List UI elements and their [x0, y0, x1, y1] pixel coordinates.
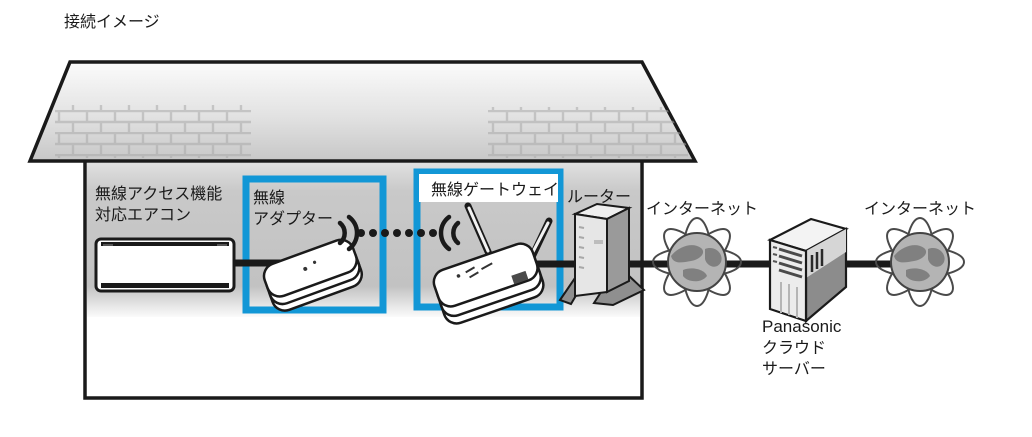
- router-label: ルーター: [567, 188, 631, 206]
- adapter-highlight-box: [242, 175, 387, 314]
- page-title: 接続イメージ: [64, 13, 160, 31]
- gateway-label: 無線ゲートウェイ: [431, 181, 559, 199]
- adapter-label-line2: アダプター: [253, 210, 333, 228]
- roof-tile-pattern: [55, 105, 688, 158]
- wireless-signal-right-icon: [438, 214, 461, 252]
- aircon-device-icon: [94, 237, 236, 293]
- house-walls: [83, 161, 644, 400]
- internet-globe-right-icon: [875, 217, 965, 307]
- adapter-device-icon: [262, 238, 364, 312]
- server-side-vents: [810, 249, 824, 272]
- wireless-dotted-line: [357, 229, 437, 237]
- cloud-server-icon: [767, 217, 849, 324]
- wireless-link: [337, 214, 461, 252]
- router-vents: [578, 226, 585, 269]
- device-labels: 無線アクセス機能 対応エアコン 無線 アダプター 無線ゲートウェイ ルーター イ…: [95, 181, 976, 378]
- adapter-label-line1: 無線: [253, 189, 285, 207]
- server-label-line1: Panasonic: [762, 317, 842, 336]
- server-label-line3: サーバー: [762, 361, 826, 378]
- server-label-line2: クラウド: [762, 339, 826, 357]
- router-device-icon: [558, 202, 646, 307]
- internet-globe-left-icon: [652, 217, 742, 307]
- gateway-label-background: [419, 174, 558, 202]
- internet-label-left: インターネット: [646, 200, 758, 218]
- gateway-device-icon: [432, 202, 553, 325]
- server-slots: [778, 247, 803, 279]
- aircon-label-line2: 対応エアコン: [95, 206, 191, 224]
- aircon-label-line1: 無線アクセス機能: [95, 185, 222, 203]
- internet-label-right: インターネット: [864, 200, 976, 218]
